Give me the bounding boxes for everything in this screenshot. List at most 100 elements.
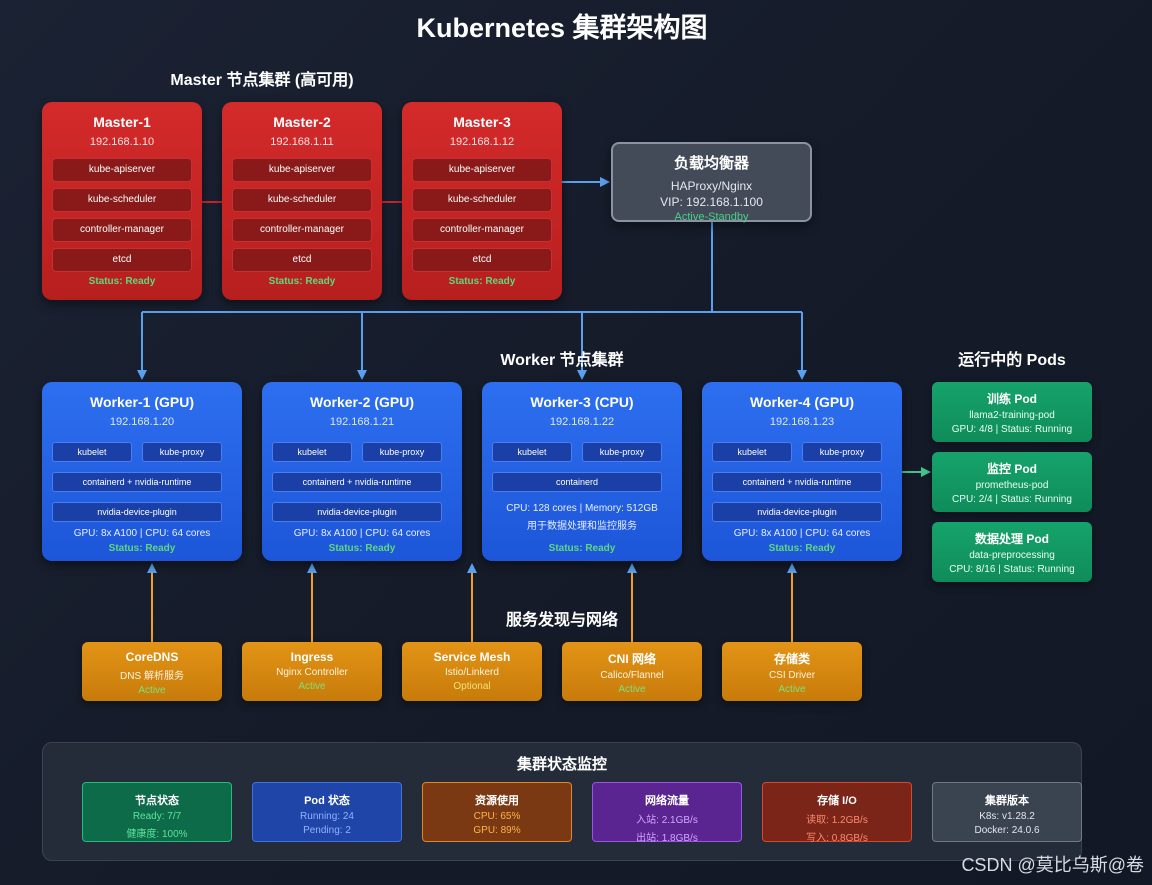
master-component: controller-manager	[412, 218, 552, 242]
monitor-card-network[interactable]: 网络流量 入站: 2.1GB/s 出站: 1.8GB/s	[592, 782, 742, 844]
service-status: Active	[618, 684, 646, 695]
pod-name: 训练 Pod	[987, 392, 1037, 406]
service-sub: Istio/Linkerd	[445, 667, 499, 678]
lb-name: 负载均衡器	[673, 155, 749, 172]
worker-name: Worker-1 (GPU)	[90, 394, 194, 410]
worker-kube-proxy: kube-proxy	[142, 442, 222, 462]
service-status: Active	[138, 685, 166, 696]
worker-status: Status: Ready	[328, 543, 396, 554]
worker-ip: 192.168.1.21	[329, 416, 395, 428]
watermark: CSDN @莫比乌斯@卷	[961, 855, 1144, 875]
worker-status: Status: Ready	[548, 543, 616, 554]
master-status: Status: Ready	[88, 276, 156, 287]
monitor-card-pods[interactable]: Pod 状态 Running: 24 Pending: 2	[252, 782, 402, 842]
master-component: controller-manager	[52, 218, 192, 242]
worker-kubelet: kubelet	[52, 442, 132, 462]
pod-card-monitor[interactable]: 监控 Pod prometheus-pod CPU: 2/4 | Status:…	[932, 452, 1092, 512]
master-name: Master-3	[453, 114, 511, 130]
master-node-3[interactable]: Master-3 192.168.1.12 kube-apiserver kub…	[402, 102, 562, 300]
pod-detail: CPU: 8/16 | Status: Running	[949, 564, 1075, 575]
worker-kube-proxy: kube-proxy	[362, 442, 442, 462]
worker-node-4[interactable]: Worker-4 (GPU) 192.168.1.23 kubelet kube…	[702, 382, 902, 561]
lb-vip: VIP: 192.168.1.100	[660, 195, 763, 209]
worker-status: Status: Ready	[108, 543, 176, 554]
service-name: 存储类	[773, 652, 810, 666]
worker-runtime: containerd	[492, 472, 662, 492]
pods-section-title: 运行中的 Pods	[958, 352, 1066, 369]
monitor-card-line: 读取: 1.2GB/s	[806, 815, 868, 826]
master-name: Master-1	[93, 114, 151, 130]
service-status: Active	[298, 681, 326, 692]
service-sub: Calico/Flannel	[600, 670, 664, 681]
monitor-card-line: Ready: 7/7	[132, 811, 182, 822]
worker-node-1[interactable]: Worker-1 (GPU) 192.168.1.20 kubelet kube…	[42, 382, 242, 561]
lb-status: Active-Standby	[674, 211, 749, 223]
master-status: Status: Ready	[448, 276, 516, 287]
pod-detail: GPU: 4/8 | Status: Running	[951, 424, 1073, 435]
monitor-card-name: 网络流量	[645, 795, 689, 807]
pod-card-training[interactable]: 训练 Pod llama2-training-pod GPU: 4/8 | St…	[932, 382, 1092, 442]
monitor-card-storage-io[interactable]: 存储 I/O 读取: 1.2GB/s 写入: 0.8GB/s	[762, 782, 912, 844]
master-component: controller-manager	[232, 218, 372, 242]
pod-card-data-processing[interactable]: 数据处理 Pod data-preprocessing CPU: 8/16 | …	[932, 522, 1092, 582]
master-component: kube-scheduler	[232, 188, 372, 212]
monitor-card-line: K8s: v1.28.2	[979, 811, 1035, 822]
pod-id: data-preprocessing	[969, 550, 1055, 561]
worker-runtime: containerd + nvidia-runtime	[52, 472, 222, 492]
service-name: Ingress	[290, 650, 334, 664]
service-name: Service Mesh	[433, 650, 511, 664]
monitor-card-line: 入站: 2.1GB/s	[636, 815, 698, 826]
load-balancer[interactable]: 负载均衡器 HAProxy/Nginx VIP: 192.168.1.100 A…	[611, 142, 812, 223]
worker-info: GPU: 8x A100 | CPU: 64 cores	[73, 528, 211, 539]
master-component: kube-apiserver	[412, 158, 552, 182]
worker-device-plugin: nvidia-device-plugin	[52, 502, 222, 522]
worker-runtime: containerd + nvidia-runtime	[712, 472, 882, 492]
worker-info: GPU: 8x A100 | CPU: 64 cores	[733, 528, 871, 539]
pod-detail: CPU: 2/4 | Status: Running	[952, 494, 1072, 505]
monitor-card-line: 出站: 1.8GB/s	[636, 833, 698, 844]
worker-node-3[interactable]: Worker-3 (CPU) 192.168.1.22 kubelet kube…	[482, 382, 682, 561]
worker-kubelet: kubelet	[492, 442, 572, 462]
monitor-card-name: 节点状态	[135, 795, 179, 807]
page-title: Kubernetes 集群架构图	[416, 13, 708, 43]
master-node-1[interactable]: Master-1 192.168.1.10 kube-apiserver kub…	[42, 102, 202, 300]
service-name: CoreDNS	[125, 650, 179, 664]
monitor-card-line: Docker: 24.0.6	[974, 825, 1040, 836]
service-ingress[interactable]: Ingress Nginx Controller Active	[242, 642, 382, 701]
pod-name: 数据处理 Pod	[975, 532, 1049, 546]
master-component: etcd	[232, 248, 372, 272]
service-status: Optional	[453, 681, 491, 692]
service-mesh[interactable]: Service Mesh Istio/Linkerd Optional	[402, 642, 542, 701]
worker-ip: 192.168.1.20	[109, 416, 175, 428]
worker-status: Status: Ready	[768, 543, 836, 554]
worker-ip: 192.168.1.23	[769, 416, 835, 428]
pod-id: llama2-training-pod	[969, 410, 1055, 421]
master-component: etcd	[52, 248, 192, 272]
monitor-card-version[interactable]: 集群版本 K8s: v1.28.2 Docker: 24.0.6	[932, 782, 1082, 842]
monitor-card-nodes[interactable]: 节点状态 Ready: 7/7 健康度: 100%	[82, 782, 232, 842]
service-cni[interactable]: CNI 网络 Calico/Flannel Active	[562, 642, 702, 701]
worker-node-2[interactable]: Worker-2 (GPU) 192.168.1.21 kubelet kube…	[262, 382, 462, 561]
monitor-card-line: 写入: 0.8GB/s	[806, 833, 868, 844]
worker-kubelet: kubelet	[712, 442, 792, 462]
master-node-2[interactable]: Master-2 192.168.1.11 kube-apiserver kub…	[222, 102, 382, 300]
cluster-monitor-panel: 集群状态监控 节点状态 Ready: 7/7 健康度: 100% Pod 状态 …	[42, 742, 1082, 861]
master-name: Master-2	[273, 114, 331, 130]
monitor-card-line: Pending: 2	[303, 825, 351, 836]
service-name: CNI 网络	[607, 652, 656, 666]
monitor-card-name: 资源使用	[475, 795, 519, 807]
monitor-card-line: GPU: 89%	[473, 825, 521, 836]
master-component: kube-apiserver	[232, 158, 372, 182]
monitor-card-resources[interactable]: 资源使用 CPU: 65% GPU: 89%	[422, 782, 572, 842]
worker-kubelet: kubelet	[272, 442, 352, 462]
worker-kube-proxy: kube-proxy	[802, 442, 882, 462]
monitor-card-line: Running: 24	[300, 811, 354, 822]
monitor-card-line: 健康度: 100%	[126, 829, 188, 840]
worker-runtime: containerd + nvidia-runtime	[272, 472, 442, 492]
service-storage[interactable]: 存储类 CSI Driver Active	[722, 642, 862, 701]
master-component: etcd	[412, 248, 552, 272]
lb-type: HAProxy/Nginx	[670, 179, 753, 193]
service-coredns[interactable]: CoreDNS DNS 解析服务 Active	[82, 642, 222, 701]
worker-ip: 192.168.1.22	[549, 416, 615, 428]
